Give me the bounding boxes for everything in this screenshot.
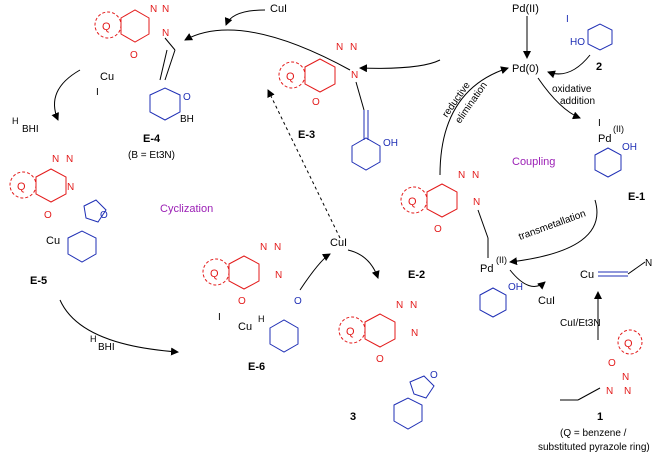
cyclization-label: Cyclization xyxy=(160,203,213,215)
structure-e6: H BHI Q N N N O I Cu H O E-6 xyxy=(59,242,302,373)
cui-mid-label: CuI xyxy=(330,237,347,249)
label-e4: E-4 xyxy=(143,133,161,145)
svg-text:oxidative: oxidative xyxy=(552,84,592,95)
svg-text:N: N xyxy=(162,4,169,15)
svg-text:addition: addition xyxy=(560,96,595,107)
svg-text:O: O xyxy=(434,224,442,235)
svg-text:O: O xyxy=(430,370,438,381)
label-e3: E-3 xyxy=(298,129,315,141)
svg-text:Q: Q xyxy=(286,71,295,83)
svg-text:N: N xyxy=(162,28,169,39)
svg-text:O: O xyxy=(312,97,320,108)
svg-text:transmetallation: transmetallation xyxy=(517,208,587,242)
svg-text:(II): (II) xyxy=(613,124,624,134)
svg-text:N: N xyxy=(260,242,267,253)
svg-text:I: I xyxy=(218,312,221,323)
svg-text:OH: OH xyxy=(383,138,398,149)
label-e6: E-6 xyxy=(248,361,265,373)
cu-cycle-arrows: CuI xyxy=(184,3,441,239)
svg-text:N: N xyxy=(150,4,157,15)
svg-text:N: N xyxy=(411,328,418,339)
svg-text:O: O xyxy=(130,50,138,61)
structure-e3: Q N N N O OH E-3 xyxy=(278,42,398,171)
label-e2: E-2 xyxy=(408,269,425,281)
cui-et3n-label: CuI/Et3N xyxy=(560,318,601,329)
svg-text:substituted pyrazole ring): substituted pyrazole ring) xyxy=(538,442,650,453)
svg-text:Cu: Cu xyxy=(580,269,594,281)
svg-text:H: H xyxy=(258,314,265,324)
svg-text:N: N xyxy=(275,270,282,281)
svg-text:OH: OH xyxy=(622,142,637,153)
svg-text:N: N xyxy=(473,197,480,208)
svg-text:Q: Q xyxy=(210,268,219,280)
svg-text:Q: Q xyxy=(624,338,633,350)
label-e1: E-1 xyxy=(628,191,645,203)
svg-text:HO: HO xyxy=(570,37,585,48)
svg-text:I: I xyxy=(566,14,569,25)
label-c3: 3 xyxy=(350,411,356,423)
svg-text:N: N xyxy=(624,386,631,397)
svg-text:OH: OH xyxy=(508,282,523,293)
coupling-label: Coupling xyxy=(512,156,555,168)
cui-right-label: CuI xyxy=(538,295,555,307)
base-note: (B = Et3N) xyxy=(128,150,175,161)
cui-top-label: CuI xyxy=(270,3,287,15)
svg-text:Q: Q xyxy=(408,196,417,208)
svg-text:H: H xyxy=(12,116,19,126)
svg-text:Q: Q xyxy=(346,326,355,338)
svg-text:N: N xyxy=(274,242,281,253)
svg-text:Cu: Cu xyxy=(238,321,252,333)
svg-text:I: I xyxy=(96,87,99,98)
svg-text:N: N xyxy=(472,170,479,181)
svg-text:Pd: Pd xyxy=(598,133,611,145)
svg-text:N: N xyxy=(67,182,74,193)
svg-text:O: O xyxy=(100,210,108,221)
svg-text:(II): (II) xyxy=(496,255,507,265)
pd0-label: Pd(0) xyxy=(512,63,539,75)
svg-text:N: N xyxy=(622,372,629,383)
pd2-label: Pd(II) xyxy=(512,3,539,15)
svg-text:N: N xyxy=(66,154,73,165)
svg-text:BHI: BHI xyxy=(98,342,115,353)
svg-text:BHI: BHI xyxy=(22,124,39,135)
label-e5: E-5 xyxy=(30,275,47,287)
svg-text:O: O xyxy=(44,210,52,221)
svg-text:O: O xyxy=(608,358,616,369)
svg-text:N: N xyxy=(350,42,357,53)
label-c1: 1 xyxy=(597,411,603,423)
structure-c3: CuI Q N N N O O 3 xyxy=(299,237,438,430)
svg-text:Pd: Pd xyxy=(480,263,493,275)
svg-text:N: N xyxy=(645,258,652,269)
svg-text:N: N xyxy=(396,300,403,311)
svg-text:N: N xyxy=(606,386,613,397)
svg-text:N: N xyxy=(458,170,465,181)
svg-text:H: H xyxy=(90,334,97,344)
label-c2: 2 xyxy=(596,61,602,73)
cu-label: Cu xyxy=(100,71,114,83)
svg-text:Q: Q xyxy=(17,181,26,193)
svg-text:N: N xyxy=(52,154,59,165)
svg-text:O: O xyxy=(376,354,384,365)
svg-text:I: I xyxy=(598,118,601,129)
structure-c1: Cu N CuI/Et3N Q O N N N 1 (Q = benzene /… xyxy=(538,258,652,453)
svg-text:N: N xyxy=(351,70,358,81)
svg-text:O: O xyxy=(238,296,246,307)
svg-text:N: N xyxy=(410,300,417,311)
svg-text:N: N xyxy=(336,42,343,53)
svg-text:Cu: Cu xyxy=(46,235,60,247)
structure-e4: Q N N N O Cu I O BH E-4 (B = Et3N) xyxy=(94,4,194,161)
structure-e2: Q N N N O Pd (II) OH E-2 transmetallatio… xyxy=(400,170,598,318)
svg-text:O: O xyxy=(183,92,191,103)
svg-text:(Q = benzene /: (Q = benzene / xyxy=(560,428,627,439)
q-label: Q xyxy=(102,21,111,33)
svg-text:BH: BH xyxy=(180,114,194,125)
structure-e5: H BHI Q N N N O Cu O E-5 Cyclization xyxy=(9,69,213,287)
pd-cycle-top: Pd(II) Pd(0) I HO 2 oxidative addition I… xyxy=(439,3,645,203)
svg-text:O: O xyxy=(294,296,302,307)
